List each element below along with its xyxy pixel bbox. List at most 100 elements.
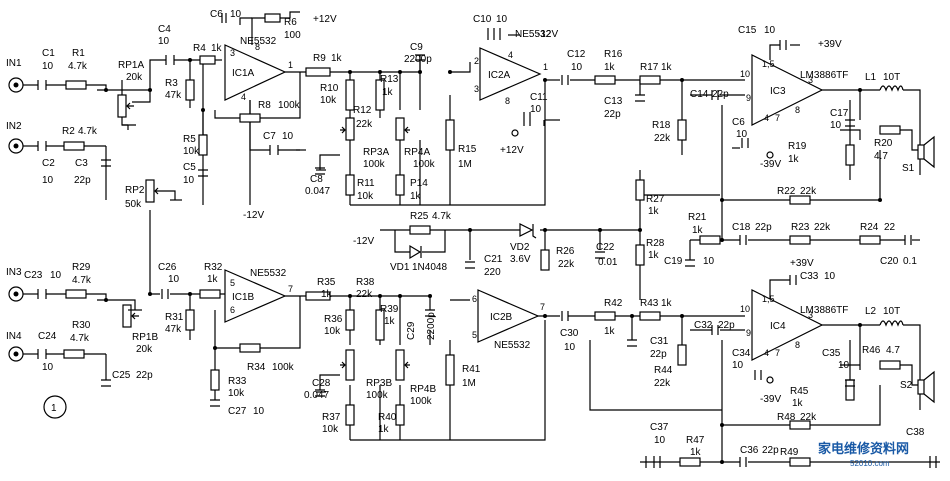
label-minus-12v-3: -12V: [353, 236, 374, 247]
label-vd2: VD2: [510, 242, 530, 253]
label-r42-value: 1k: [604, 326, 616, 337]
zener-vd2: [519, 223, 537, 239]
label-r12: R12: [353, 105, 372, 116]
label-c23: C23: [24, 270, 43, 281]
label-r29-value: 4.7k: [72, 275, 92, 286]
figure-number: 1: [43, 395, 67, 419]
label-c29: C29: [406, 321, 417, 340]
label-r18: R18: [652, 120, 671, 131]
resistor-r25: [409, 225, 431, 235]
label-c31: C31: [650, 336, 669, 347]
chip-label-ic3: IC3: [770, 86, 786, 97]
capacitor-c22: [595, 251, 605, 259]
label-c26-value: 10: [168, 274, 180, 285]
capacitor-c10: [487, 28, 495, 40]
label-r2-value: 4.7k: [78, 126, 98, 137]
watermark-text: 家电维修资料网: [818, 441, 909, 456]
label-in4: IN4: [6, 331, 22, 342]
label-c1-value: 10: [42, 61, 54, 72]
pin-label: 7: [540, 302, 545, 312]
label-c17-value: 10: [830, 120, 842, 131]
capacitor-c15: [779, 40, 787, 50]
label-r45-value: 1k: [792, 398, 804, 409]
pot-rp1b-wiper: [131, 312, 139, 320]
label-r18-value: 22k: [654, 133, 671, 144]
label-plus-39v-2: +39V: [790, 258, 814, 269]
label-r19: R19: [788, 141, 807, 152]
label-r8: R8: [258, 100, 271, 111]
label-r39: R39: [380, 304, 399, 315]
resistor-r3: [185, 79, 195, 101]
capacitor-c3: [101, 159, 111, 167]
capacitor-c33: [789, 275, 797, 285]
label-c17: C17: [830, 108, 849, 119]
label-s1: S1: [902, 163, 915, 174]
label-c32: C32: [694, 320, 713, 331]
input-jack-in1: IN1: [6, 58, 24, 93]
label-r6-value: 100: [284, 30, 301, 41]
pin-label: 2: [474, 56, 479, 66]
label-r42: R42: [604, 298, 623, 309]
resistor-r28: [635, 244, 645, 266]
capacitor-c2: [37, 141, 47, 151]
resistor-r18: [677, 119, 687, 141]
capacitor-c8: [315, 167, 325, 175]
pin-label: 7: [775, 348, 780, 358]
label-r9: R9: [313, 53, 326, 64]
label-r48: R48: [777, 412, 796, 423]
capacitor-c26: [161, 289, 169, 299]
pin-label: 3: [474, 84, 479, 94]
watermark-url: 52010.com: [850, 459, 890, 468]
pin-label: 1: [543, 62, 548, 72]
label-c21-value: 220: [484, 267, 501, 278]
label-rp3a-value: 100k: [363, 159, 386, 170]
label-l2: L2: [865, 306, 877, 317]
pin-label: 4: [764, 348, 769, 358]
capacitor-c5: [198, 169, 208, 177]
opamp-ic2b: IC2B NE5532 6 5 7: [472, 289, 545, 351]
capacitor-c27: [210, 399, 220, 407]
label-r28-value: 1k: [648, 250, 660, 261]
capacitor-c24: [37, 349, 47, 359]
pin-label: 8: [255, 42, 260, 52]
capacitor-c35: [845, 379, 855, 387]
resistor-r43: [639, 311, 661, 321]
pin-label: 3: [808, 75, 813, 85]
chip-part-ic1b: NE5532: [250, 268, 287, 279]
resistor-r47: [679, 457, 701, 467]
pot-rp1a: [117, 94, 127, 118]
pot-rp3b: [345, 349, 355, 381]
label-c3: C3: [75, 158, 88, 169]
label-c25: C25: [112, 370, 131, 381]
label-r28: R28: [646, 238, 665, 249]
label-c37-value: 10: [654, 435, 666, 446]
label-r1-value: 4.7k: [68, 61, 88, 72]
label-c4-value: 10: [158, 36, 170, 47]
capacitor-c37: [653, 456, 661, 468]
junction-dots: [104, 58, 882, 464]
resistor-r41: [445, 354, 455, 386]
chip-label-ic1a: IC1A: [232, 68, 255, 79]
resistor-r10: [345, 79, 355, 111]
label-c36: C36: [740, 445, 759, 456]
label-r4: R4: [193, 43, 206, 54]
label-c8: C8: [310, 174, 323, 185]
input-jack-in4: IN4: [6, 331, 24, 362]
resistor-r1: [65, 80, 87, 90]
label-r12-value: 22k: [356, 119, 373, 130]
label-r3-value: 47k: [165, 90, 182, 101]
resistor-r20: [879, 125, 901, 135]
label-c35: C35: [822, 348, 841, 359]
pin-label: 7: [775, 113, 780, 123]
label-r2: R2: [62, 126, 75, 137]
label-c12: C12: [567, 49, 586, 60]
label-in1: IN1: [6, 58, 22, 69]
label-r15-value: 1M: [458, 159, 472, 170]
chip-label-ic1b: IC1B: [232, 292, 255, 303]
pin-label: 4: [764, 113, 769, 123]
resistor-r21: [699, 235, 721, 245]
label-r31: R31: [165, 312, 184, 323]
capacitor-c34: [754, 370, 762, 380]
label-c28: C28: [312, 378, 331, 389]
label-c6-ic3: C6: [732, 117, 745, 128]
